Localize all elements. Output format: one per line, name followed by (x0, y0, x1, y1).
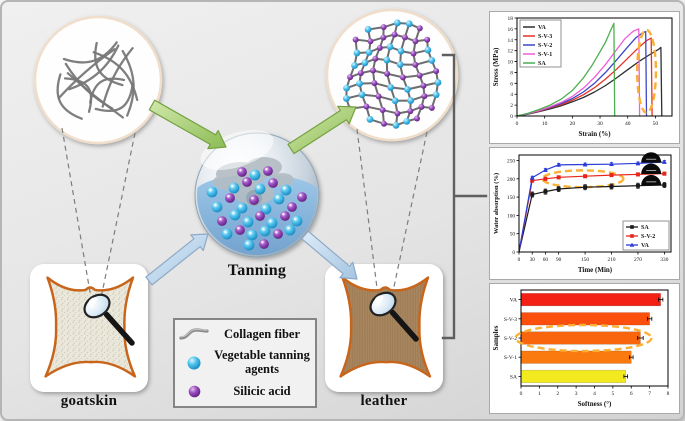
svg-text:3: 3 (575, 391, 578, 397)
svg-text:Samples: Samples (492, 325, 500, 350)
silicic-acid-icon (177, 384, 211, 399)
contact-angle-droplet-icon (641, 152, 662, 163)
svg-text:20: 20 (570, 121, 576, 127)
goatskin-hide (44, 276, 137, 378)
svg-text:14: 14 (508, 38, 514, 44)
svg-text:Water absorption (%): Water absorption (%) (493, 173, 500, 234)
svg-text:S-V-1: S-V-1 (504, 355, 517, 361)
svg-text:S-V-3: S-V-3 (538, 34, 552, 40)
collagen-fiber-circle (33, 15, 163, 145)
svg-text:250: 250 (507, 158, 515, 164)
svg-text:16: 16 (508, 27, 514, 33)
svg-text:0: 0 (510, 114, 513, 120)
svg-text:VA: VA (510, 298, 517, 304)
svg-text:4: 4 (593, 391, 596, 397)
svg-text:SA: SA (641, 225, 649, 231)
svg-text:150: 150 (507, 195, 515, 201)
svg-text:VA: VA (538, 25, 547, 31)
svg-text:S-V-1: S-V-1 (538, 52, 552, 58)
svg-text:8: 8 (667, 391, 670, 397)
svg-text:150: 150 (581, 257, 589, 263)
leather-label: leather (360, 393, 408, 409)
results-bracket (441, 53, 488, 340)
svg-text:8: 8 (510, 70, 513, 76)
crosslinked-network (343, 19, 442, 129)
svg-text:200: 200 (507, 177, 515, 183)
legend-row-silicic: Silicic acid (177, 384, 313, 399)
svg-text:0: 0 (518, 257, 521, 263)
tanning-label: Tanning (227, 262, 287, 279)
svg-text:30: 30 (530, 257, 536, 263)
svg-text:S-V-2: S-V-2 (538, 43, 552, 49)
svg-text:S-V-2: S-V-2 (504, 336, 517, 342)
tanning-agent-balls (206, 166, 307, 251)
svg-text:50: 50 (510, 232, 516, 238)
contact-angle-droplet-icon (641, 174, 662, 186)
leather-magnifier-icon (369, 291, 419, 342)
svg-text:5: 5 (612, 391, 615, 397)
svg-text:40: 40 (625, 121, 631, 127)
svg-text:6: 6 (510, 81, 513, 87)
legend-row-collagen: Collagen fiber (177, 327, 313, 341)
svg-text:7: 7 (648, 391, 651, 397)
svg-text:0: 0 (512, 250, 515, 256)
tanning-bath-sphere (194, 130, 320, 258)
collagen-fibers (56, 41, 139, 120)
process-arrows (145, 99, 358, 286)
svg-text:Time (Min): Time (Min) (578, 266, 613, 274)
legend-label-silicic: Silicic acid (233, 383, 291, 398)
svg-text:VA: VA (641, 243, 650, 249)
svg-text:10: 10 (542, 121, 548, 127)
svg-text:2: 2 (556, 391, 559, 397)
svg-text:2: 2 (510, 103, 513, 109)
contact-angle-droplet-icon (641, 163, 662, 175)
svg-text:0: 0 (520, 391, 523, 397)
svg-text:Stress (MPa): Stress (MPa) (492, 47, 500, 86)
svg-text:SA: SA (538, 61, 546, 67)
svg-text:SA: SA (510, 374, 517, 380)
svg-text:100: 100 (507, 213, 515, 219)
goatskin-magnifier-icon (83, 293, 135, 346)
legend-box: Collagen fiber Vegetable tanning agents (173, 318, 317, 408)
svg-text:4: 4 (510, 92, 513, 98)
svg-text:S-V-2: S-V-2 (641, 234, 655, 240)
svg-text:S-V-3: S-V-3 (504, 317, 517, 323)
legend-label-vegetable: Vegetable tanning agents (214, 348, 310, 376)
svg-text:Softness (°): Softness (°) (578, 400, 612, 408)
collagen-fiber-icon (177, 327, 211, 341)
magnify-dashed-lines (61, 127, 428, 299)
softness-plot: 0 1 2 3 4 5 6 7 8 VA S-V-3S-V-2S-V-1SA Softness (°)… (492, 289, 670, 408)
vegetable-tanning-agent-icon (177, 355, 211, 371)
svg-text:60: 60 (543, 257, 549, 263)
svg-text:330: 330 (660, 257, 668, 263)
svg-text:6: 6 (630, 391, 633, 397)
svg-text:1: 1 (538, 391, 541, 397)
svg-text:30: 30 (597, 121, 603, 127)
svg-text:270: 270 (634, 257, 642, 263)
svg-text:10: 10 (508, 60, 514, 66)
svg-text:Strain (%): Strain (%) (578, 130, 611, 138)
svg-text:18: 18 (508, 16, 514, 22)
legend-label-collagen: Collagen fiber (223, 326, 301, 341)
legend-row-vegetable: Vegetable tanning agents (177, 349, 313, 375)
svg-text:0: 0 (516, 121, 519, 127)
svg-text:50: 50 (653, 121, 659, 127)
leather-hide (339, 276, 432, 378)
svg-text:90: 90 (556, 257, 562, 263)
svg-text:12: 12 (508, 49, 514, 55)
svg-text:210: 210 (608, 257, 616, 263)
goatskin-label: goatskin (60, 393, 118, 409)
